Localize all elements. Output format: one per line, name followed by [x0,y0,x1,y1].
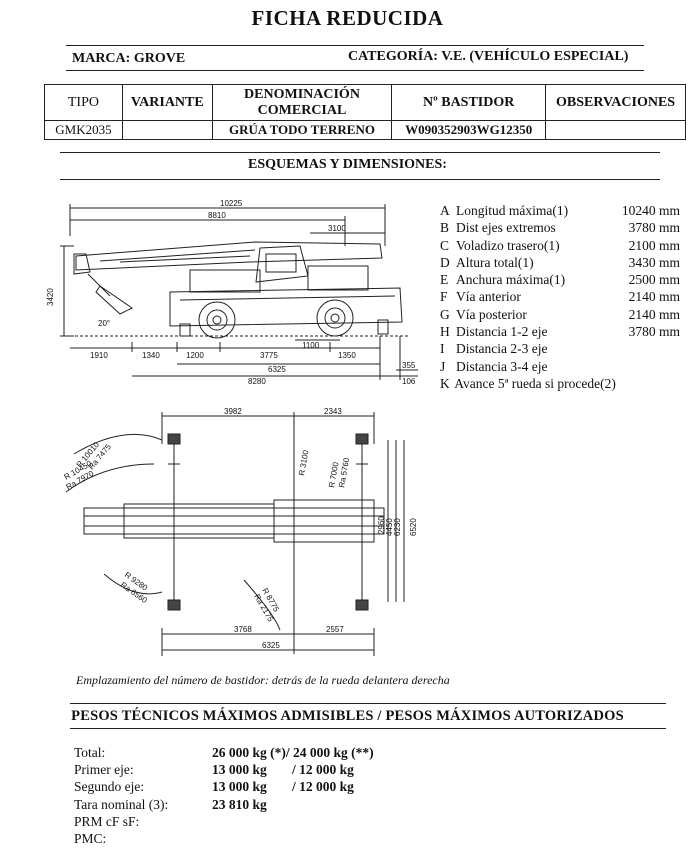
top-dim-4450: 4450 [385,518,394,536]
top-dim-6520: 6520 [409,518,418,536]
cell-denominacion: GRÚA TODO TERRENO [211,120,393,140]
top-dim-6325: 6325 [262,641,280,650]
side-dim-1350: 1350 [338,351,356,360]
list-item: Tara nominal (3):23 810 kg [74,796,267,812]
categoria-label: CATEGORÍA: V.E. (VEHÍCULO ESPECIAL) [348,49,629,64]
weights-title: PESOS TÉCNICOS MÁXIMOS ADMISIBLES / PESO… [71,708,624,724]
side-angle: 20° [98,319,110,328]
top-dim-3768: 3768 [234,625,252,634]
side-dim-6325: 6325 [268,365,286,374]
header-variante: VARIANTE [121,84,213,121]
list-item: Primer eje:13 000 kg/ 12 000 kg [74,762,354,778]
schemes-title: ESQUEMAS Y DIMENSIONES: [248,157,447,172]
side-dim-355: 355 [402,361,416,370]
page-title: FICHA REDUCIDA [251,6,444,30]
cell-variante [121,120,213,140]
side-dim-1340: 1340 [142,351,160,360]
cell-tipo: GMK2035 [44,120,123,140]
side-dim-3775: 3775 [260,351,278,360]
side-dim-8810: 8810 [208,211,226,220]
top-dim-2960: 2960 [377,516,386,534]
side-dim-8280: 8280 [248,377,266,386]
table-row: GMK2035 GRÚA TODO TERRENO W090352903WG12… [44,120,686,140]
list-item: Total:26 000 kg (*)/ 24 000 kg (**) [74,745,374,760]
schemes-top-rule [60,152,660,153]
top-radius-ra5760: Ra 5760 [337,456,351,488]
rear-wheel-icon [316,299,354,337]
header-top-rule [66,45,644,46]
side-dim-3100: 3100 [328,224,346,233]
header-bastidor: Nº BASTIDOR [391,84,547,121]
schemes-bottom-rule [60,179,660,180]
header-denominacion: DENOMINACIÓN COMERCIAL [211,84,393,121]
cell-bastidor: W090352903WG12350 [391,120,547,140]
weights-top-rule [70,703,666,704]
top-dim-3982: 3982 [224,407,242,416]
side-dim-10225: 10225 [220,199,243,208]
header-tipo: TIPO [44,84,123,121]
side-dim-106: 106 [402,377,416,386]
top-radius-r3100: R 3100 [297,449,310,477]
side-dim-3420: 3420 [46,288,55,306]
top-dim-2557: 2557 [326,625,344,634]
list-item: PRM cF sF: [74,813,140,829]
weights-list: Total:26 000 kg (*)/ 24 000 kg (**) Prim… [74,744,374,847]
list-item: Segundo eje:13 000 kg/ 12 000 kg [74,779,354,795]
header-observaciones: OBSERVACIONES [545,84,686,121]
list-item: PMC: [74,830,107,846]
side-dim-1100: 1100 [302,341,320,350]
marca-label: MARCA: GROVE [72,51,186,66]
cell-observaciones [545,120,686,140]
side-dim-1910: 1910 [90,351,108,360]
chassis-number-location: Emplazamiento del número de bastidor: de… [76,673,450,687]
vehicle-table-header: TIPO VARIANTE DENOMINACIÓN COMERCIAL Nº … [44,84,686,121]
vehicle-table: TIPO VARIANTE DENOMINACIÓN COMERCIAL Nº … [44,84,686,140]
side-view-drawing: 10225 8810 3100 3420 20° 1910 1340 1200 … [46,199,418,386]
weights-bottom-rule [70,728,666,729]
top-view-drawing: 3982 2343 R 10010 Ra 7475 R 10450 Ra 797… [63,407,418,656]
header-bottom-rule [66,70,644,71]
outrigger-pad-icon [167,433,369,611]
side-dim-1200: 1200 [186,351,204,360]
front-wheel-icon [198,301,236,339]
top-dim-2343: 2343 [324,407,342,416]
top-dim-6230: 6230 [393,518,402,536]
